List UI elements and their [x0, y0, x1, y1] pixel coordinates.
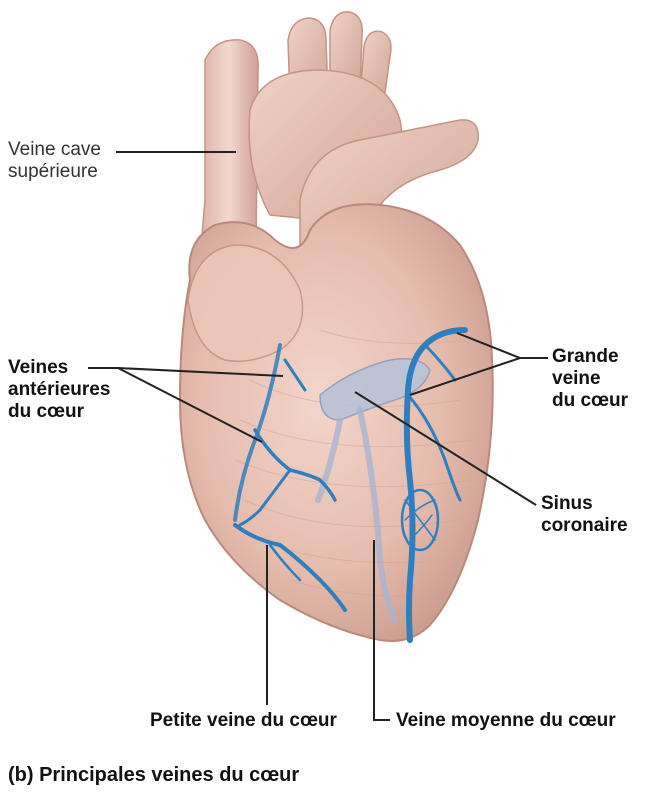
label-line: Veines [8, 357, 110, 379]
label-line: Veine moyenne du cœur [396, 710, 616, 731]
label-small-cardiac-vein: Petite veine du cœur [150, 710, 337, 732]
label-coronary-sinus: Sinus coronaire [541, 493, 628, 537]
label-line: du cœur [8, 401, 110, 423]
label-anterior-veins: Veines antérieures du cœur [8, 357, 110, 423]
label-line: antérieures [8, 379, 110, 401]
label-line: supérieure [8, 161, 101, 183]
label-line: Petite veine du cœur [150, 710, 337, 731]
label-line: Veine cave [8, 139, 101, 161]
label-line: veine [552, 368, 628, 390]
label-line: Grande [552, 346, 628, 368]
label-line: Sinus [541, 493, 628, 515]
label-middle-cardiac-vein: Veine moyenne du cœur [396, 710, 616, 732]
label-great-cardiac-vein: Grande veine du cœur [552, 346, 628, 412]
label-line: coronaire [541, 515, 628, 537]
label-line: du cœur [552, 390, 628, 412]
figure-caption: (b) Principales veines du cœur [8, 764, 299, 787]
label-superior-vena-cava: Veine cave supérieure [8, 139, 101, 183]
